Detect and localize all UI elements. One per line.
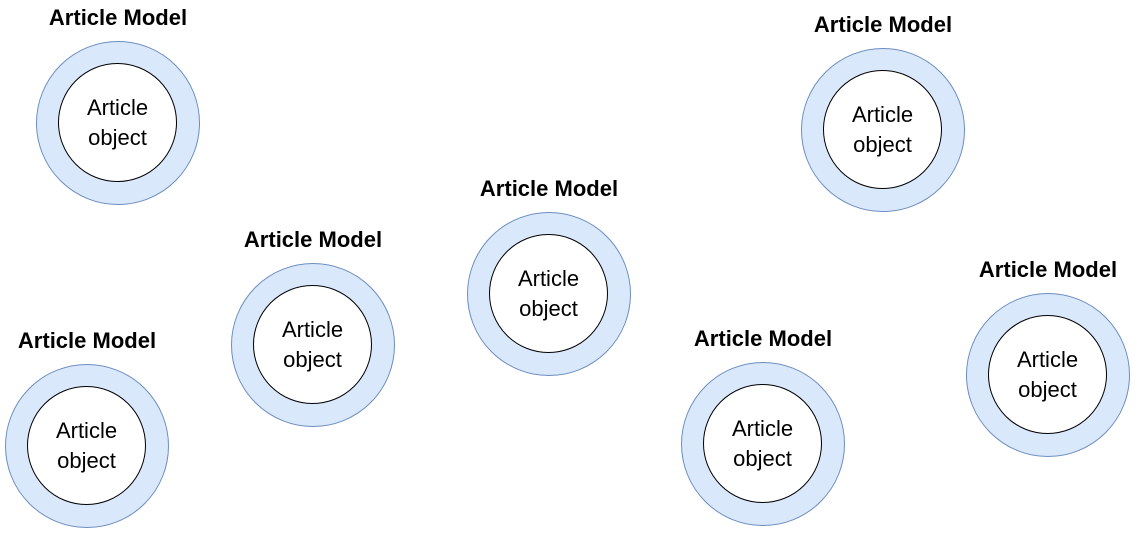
outer-ring: Article object [801,48,965,212]
node-title: Article Model [17,328,157,353]
node-title: Article Model [978,257,1118,282]
inner-label: Article object [517,265,580,321]
inner-circle: Article object [27,386,146,505]
node-title: Article Model [479,176,619,201]
article-model-node: Article Model Article object [798,12,968,230]
inner-label: Article object [55,417,118,473]
article-model-node: Article Model Article object [33,5,203,223]
outer-ring: Article object [36,41,200,205]
inner-circle: Article object [703,384,822,503]
article-model-node: Article Model Article object [464,176,634,394]
inner-label: Article object [1016,346,1079,402]
inner-circle: Article object [489,234,608,353]
outer-ring: Article object [231,263,395,427]
node-title: Article Model [48,5,188,30]
article-model-node: Article Model Article object [678,326,848,544]
article-model-node: Article Model Article object [2,328,172,546]
inner-label: Article object [731,415,794,471]
node-title: Article Model [813,12,953,37]
inner-circle: Article object [58,63,177,182]
node-title: Article Model [693,326,833,351]
outer-ring: Article object [966,293,1130,457]
inner-label: Article object [851,101,914,157]
inner-circle: Article object [988,315,1107,434]
node-title: Article Model [243,227,383,252]
outer-ring: Article object [681,362,845,526]
inner-label: Article object [281,316,344,372]
article-model-node: Article Model Article object [963,257,1133,475]
inner-label: Article object [86,94,149,150]
inner-circle: Article object [253,285,372,404]
outer-ring: Article object [467,212,631,376]
outer-ring: Article object [5,364,169,528]
inner-circle: Article object [823,70,942,189]
article-model-node: Article Model Article object [228,227,398,445]
